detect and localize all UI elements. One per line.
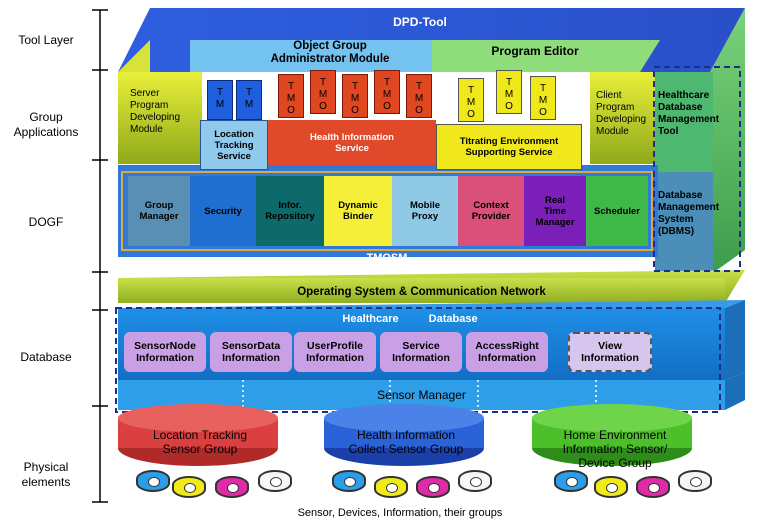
dogf-scheduler: Scheduler bbox=[586, 176, 648, 246]
sensor-device-icon bbox=[258, 470, 292, 492]
sensor-manager-bar: Sensor Manager bbox=[377, 387, 466, 402]
os-communication-network: Operating System & Communication Network bbox=[297, 285, 546, 298]
program-editor-module: Program Editor bbox=[491, 43, 579, 58]
sensor-device-icon bbox=[554, 470, 588, 492]
sensor-device-icon bbox=[332, 470, 366, 492]
server-program-module: Server Program Developing Module bbox=[130, 88, 181, 135]
dogf-mobile-proxy: Mobile Proxy bbox=[392, 176, 458, 246]
dogf-security: Security bbox=[190, 176, 256, 246]
label-group-applications: Group Applications bbox=[13, 110, 79, 139]
label-dogf: DOGF bbox=[28, 215, 64, 229]
sensor-device-icon bbox=[136, 470, 170, 492]
sensor-device-icon bbox=[215, 476, 249, 498]
sensor-device-icon bbox=[458, 470, 492, 492]
physical-caption: Sensor, Devices, Information, their grou… bbox=[297, 507, 503, 519]
location-tracking-service: Location Tracking Service bbox=[200, 120, 268, 170]
sensor-device-icon bbox=[636, 476, 670, 498]
health-information-service: Health Information Service bbox=[268, 120, 436, 165]
sensor-device-icon bbox=[374, 476, 408, 498]
health-information-sensor-group: Health Information Collect Sensor Group bbox=[348, 428, 464, 456]
label-tool-layer: Tool Layer bbox=[18, 33, 74, 47]
dpd-tool-title: DPD-Tool bbox=[393, 14, 447, 29]
location-tracking-sensor-group: Location Tracking Sensor Group bbox=[152, 428, 248, 456]
sensor-device-icon bbox=[678, 470, 712, 492]
healthcare-db-management-tool: Healthcare Database Management Tool bbox=[658, 90, 720, 137]
sensor-device-icon bbox=[172, 476, 206, 498]
dogf-context-provider: Context Provider bbox=[458, 176, 524, 246]
healthcare-database-title: Healthcare Database bbox=[342, 312, 478, 325]
dogf-group-manager: Group Manager bbox=[128, 176, 190, 246]
dogf-real-time-manager: Real Time Manager bbox=[524, 176, 586, 246]
dbms-module: Database Management System (DBMS) bbox=[658, 190, 720, 237]
layer-axis bbox=[92, 9, 108, 503]
home-environment-device-group: Home Environment Information Sensor/ Dev… bbox=[562, 428, 668, 470]
tmosm-bar: TMOSM bbox=[366, 251, 408, 264]
dogf-dynamic-binder: Dynamic Binder bbox=[324, 176, 392, 246]
client-program-module: Client Program Developing Module bbox=[596, 90, 647, 137]
dogf-infor-repository: Infor. Repository bbox=[256, 176, 324, 246]
label-physical-elements: Physical elements bbox=[21, 460, 71, 489]
object-group-admin-module: Object Group Administrator Module bbox=[270, 40, 390, 65]
sensor-device-icon bbox=[594, 476, 628, 498]
label-database: Database bbox=[20, 350, 72, 364]
sensor-device-icon bbox=[416, 476, 450, 498]
titrating-environment-service: Titrating Environment Supporting Service bbox=[436, 124, 582, 170]
